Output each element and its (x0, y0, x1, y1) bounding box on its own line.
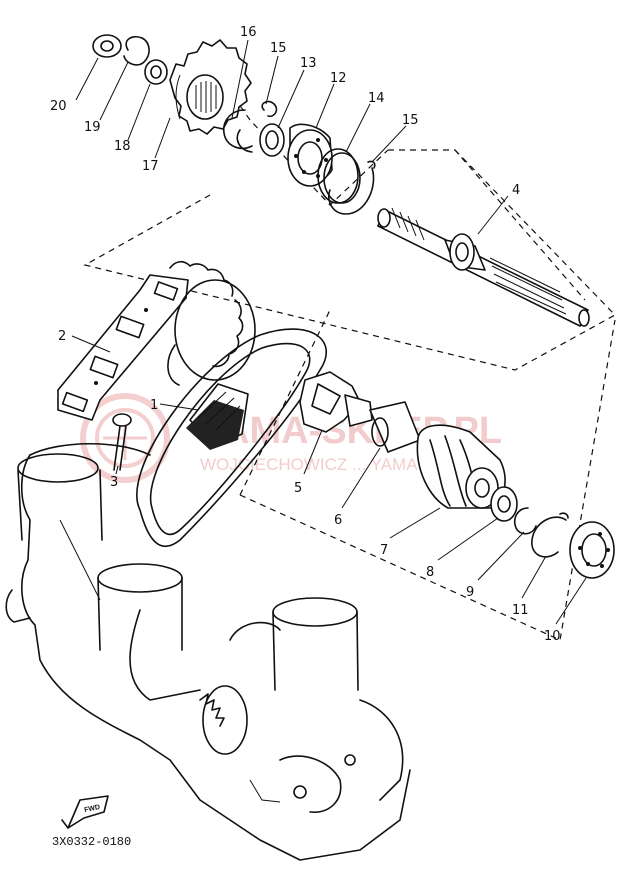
leader-lines (71, 39, 587, 625)
cover-gasket (136, 328, 327, 547)
callout-5: 5 (294, 481, 302, 496)
part-8-washer (490, 486, 518, 522)
callout-20: 20 (50, 99, 67, 114)
part-1-block (186, 383, 249, 450)
part-10-bearing (569, 521, 615, 579)
callout-15-lower: 15 (402, 113, 419, 128)
callout-1: 1 (150, 398, 158, 413)
upper-dashed-group-outline (83, 69, 616, 371)
part-11-snap-ring (531, 512, 569, 558)
part-17-gear (169, 39, 252, 135)
callout-15-upper: 15 (270, 41, 287, 56)
part-9-circlip (513, 507, 537, 535)
part-13-washer (259, 123, 285, 157)
part-2-plate (57, 274, 189, 421)
callout-4: 4 (512, 183, 520, 198)
part-14-snap-ring (317, 148, 361, 204)
callout-6: 6 (334, 513, 342, 528)
part-20-collar (92, 34, 122, 58)
part-12-bearing (287, 123, 333, 187)
callout-17: 17 (142, 159, 159, 174)
part-4-shaft (377, 207, 590, 327)
callouts: 20 19 18 17 16 15 13 12 14 15 4 2 1 3 5 … (50, 25, 561, 644)
fwd-label: FWD (84, 804, 101, 814)
callout-2: 2 (58, 329, 66, 344)
part-3-screw (112, 413, 132, 471)
part-7-shift-drum (416, 424, 506, 509)
callout-13: 13 (300, 56, 317, 71)
fwd-arrow-icon: FWD (61, 795, 109, 829)
callout-14: 14 (368, 91, 385, 106)
part-15-circlip-upper (236, 100, 278, 153)
callout-3: 3 (110, 475, 118, 490)
part-5-fork (299, 371, 373, 433)
callout-10: 10 (544, 629, 561, 644)
callout-12: 12 (330, 71, 347, 86)
background-gear (167, 260, 256, 386)
part-19-circlip (123, 35, 150, 66)
callout-11: 11 (512, 603, 529, 618)
callout-8: 8 (426, 565, 434, 580)
lower-dashed-group-outline (239, 149, 616, 641)
callout-19: 19 (84, 120, 101, 135)
callout-18: 18 (114, 139, 131, 154)
drawing-code: 3X0332-0180 (52, 835, 131, 849)
watermark-sub-text: WOJCIECHOWICZ ... YAMAHA (200, 455, 442, 474)
part-18-washer (144, 59, 168, 85)
callout-16: 16 (240, 25, 257, 40)
callout-7: 7 (380, 543, 388, 558)
callout-9: 9 (466, 585, 474, 600)
engine-crankcase (5, 442, 411, 861)
part-15-circlip-lower (328, 160, 376, 215)
